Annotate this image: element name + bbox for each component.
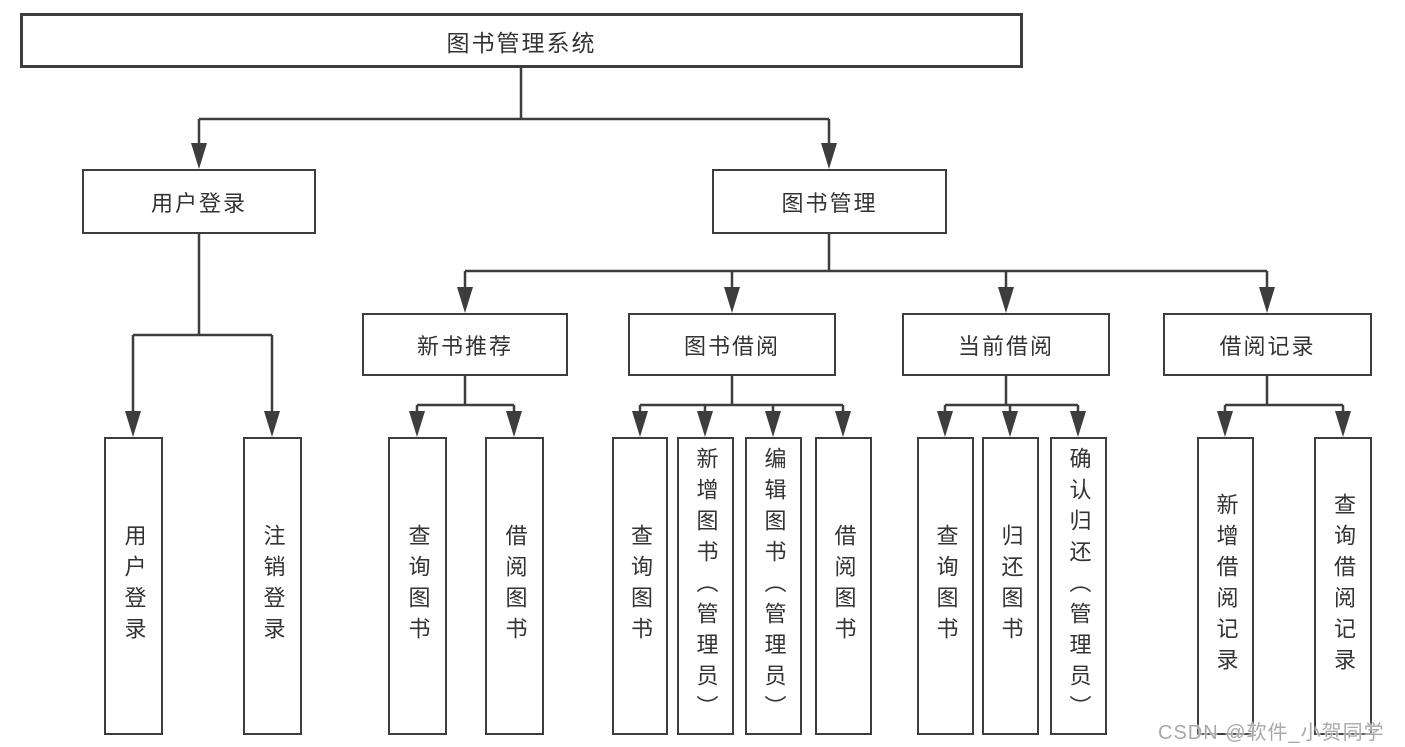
- arrow-down-icon: [409, 411, 425, 437]
- arrow-down-icon: [765, 411, 781, 437]
- node-label: 新增借阅记录: [1213, 493, 1239, 679]
- arrow-down-icon: [632, 411, 648, 437]
- node-label: 图书管理: [781, 190, 878, 216]
- node-label: 查询借阅记录: [1331, 493, 1356, 679]
- node-library-management-system: 图书管理系统: [20, 13, 1023, 68]
- arrow-down-icon: [1070, 411, 1086, 437]
- node-label: 用户登录: [121, 524, 147, 648]
- node-leaf-query-borrow-record: 查询借阅记录: [1314, 437, 1372, 735]
- node-book-borrowing: 图书借阅: [628, 313, 836, 376]
- node-user-login: 用户登录: [82, 169, 316, 234]
- arrow-down-icon: [125, 411, 141, 437]
- connector-records-to-children: [1223, 376, 1345, 413]
- node-label: 查询图书: [933, 524, 959, 648]
- node-label: 用户登录: [150, 190, 247, 216]
- connector-userlogin-to-children: [131, 234, 274, 412]
- node-label: 图书管理系统: [446, 29, 597, 56]
- node-new-book-recommendation: 新书推荐: [362, 313, 568, 376]
- node-current-borrowing: 当前借阅: [902, 313, 1110, 376]
- arrow-down-icon: [835, 411, 851, 437]
- node-leaf-return-books: 归还图书: [982, 437, 1039, 735]
- arrow-down-icon: [697, 411, 713, 437]
- arrow-down-icon: [1335, 411, 1351, 437]
- arrow-down-icon: [457, 287, 473, 313]
- connector-borrowing-to-children: [638, 376, 845, 413]
- node-leaf-add-books-admin: 新增图书（管理员）: [677, 437, 734, 735]
- node-borrowing-records: 借阅记录: [1163, 313, 1372, 376]
- node-leaf-edit-books-admin: 编辑图书（管理员）: [745, 437, 802, 735]
- connector-root-to-level2: [197, 68, 831, 144]
- arrow-down-icon: [998, 287, 1014, 313]
- arrow-down-icon: [821, 143, 837, 169]
- arrow-down-icon: [264, 411, 280, 437]
- node-label: 确认归还（管理员）: [1066, 446, 1092, 726]
- node-label: 图书借阅: [683, 333, 780, 359]
- node-label: 查询图书: [405, 524, 431, 648]
- node-label: 新书推荐: [416, 333, 513, 359]
- node-leaf-query-books-3: 查询图书: [917, 437, 974, 735]
- arrow-down-icon: [724, 287, 740, 313]
- arrow-down-icon: [1217, 411, 1233, 437]
- node-leaf-query-books-2: 查询图书: [612, 437, 668, 735]
- arrow-down-icons: [125, 143, 1351, 437]
- node-leaf-add-borrow-record: 新增借阅记录: [1197, 437, 1254, 735]
- connector-bookmgmt-to-level3: [463, 234, 1269, 288]
- node-label: 查询图书: [628, 524, 653, 648]
- node-leaf-user-login: 用户登录: [104, 437, 163, 735]
- node-leaf-borrow-books: 借阅图书: [485, 437, 544, 735]
- node-label: 当前借阅: [957, 333, 1054, 359]
- node-leaf-borrow-books-2: 借阅图书: [815, 437, 872, 735]
- node-label: 借阅图书: [831, 524, 857, 648]
- node-label: 编辑图书（管理员）: [761, 446, 787, 726]
- node-label: 借阅记录: [1219, 333, 1316, 359]
- node-book-management: 图书管理: [712, 169, 947, 234]
- node-label: 注销登录: [260, 524, 286, 648]
- node-leaf-logout: 注销登录: [243, 437, 302, 735]
- node-leaf-confirm-return-admin: 确认归还（管理员）: [1050, 437, 1107, 735]
- node-label: 新增图书（管理员）: [693, 446, 719, 726]
- node-label: 借阅图书: [502, 524, 528, 648]
- node-label: 归还图书: [998, 524, 1024, 648]
- connector-current-to-children: [943, 376, 1080, 413]
- arrow-down-icon: [1002, 411, 1018, 437]
- arrow-down-icon: [1259, 287, 1275, 313]
- node-leaf-query-books: 查询图书: [388, 437, 447, 735]
- connector-newbook-to-children: [415, 376, 516, 413]
- csdn-watermark: CSDN @软件_小贺同学: [1158, 722, 1385, 744]
- arrow-down-icon: [506, 411, 522, 437]
- arrow-down-icon: [937, 411, 953, 437]
- arrow-down-icon: [191, 143, 207, 169]
